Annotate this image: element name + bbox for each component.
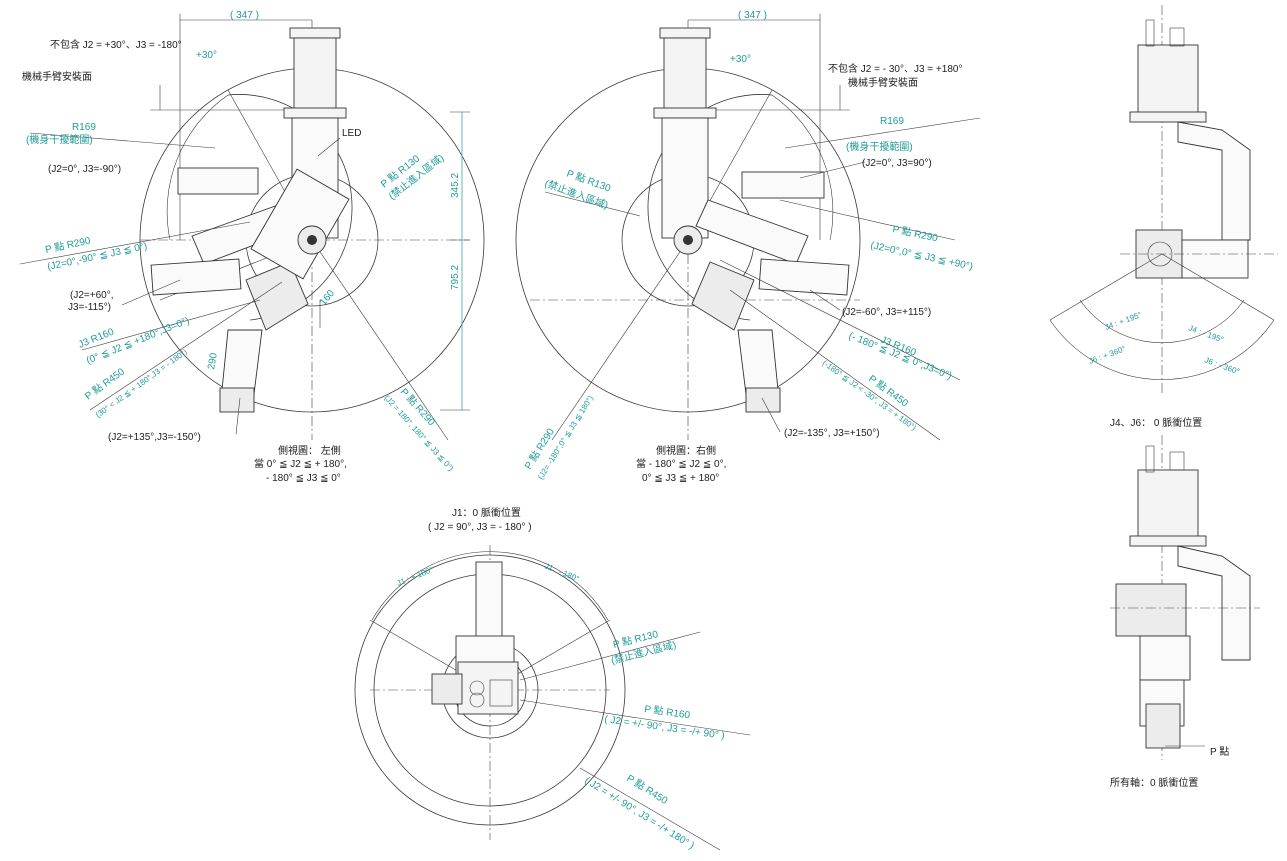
wrist-j4-plus: J4 : + 195° xyxy=(1104,310,1143,332)
right-caption-1: 側視圖：右側 xyxy=(656,444,716,457)
left-dim-7952: 795.2 xyxy=(450,265,461,290)
left-r169: R169 xyxy=(72,122,96,133)
right-p-r290: P 點 R290 xyxy=(891,222,939,244)
wrist-p-point: P 點 xyxy=(1210,745,1229,758)
left-caption-2: 當 0° ≦ J2 ≦ + 180°, xyxy=(254,457,347,470)
right-j3-r160-sub: (- 180° ≦ J2 ≦ 0°,J3=0°) xyxy=(847,331,953,382)
right-dim-347: ( 347 ) xyxy=(738,10,767,21)
right-pose-0-90: (J2=0°, J3=90°) xyxy=(862,158,932,169)
left-caption-1: 側視圖： 左側 xyxy=(278,444,341,457)
right-r169: R169 xyxy=(880,116,904,127)
wrist-view-bottom xyxy=(1110,435,1260,760)
left-pose-135: (J2=+135°,J3=-150°) xyxy=(108,432,201,443)
right-p-r290-sub: (J2=0°,0° ≦ J3 ≦ +90°) xyxy=(869,240,973,272)
top-j1-minus: J1 : - 180° xyxy=(543,562,580,584)
right-not-included: 不包含 J2 = - 30°、J3 = +180° xyxy=(828,62,962,75)
left-dim-290: 290 xyxy=(206,352,220,371)
right-caption-3: 0° ≦ J3 ≦ + 180° xyxy=(642,473,719,484)
left-pose-60-b: J3=-115°) xyxy=(68,302,111,313)
top-j1-plus: J1 : + 180° xyxy=(395,565,434,588)
left-pose-0-m90: (J2=0°, J3=-90°) xyxy=(48,164,121,175)
wrist-caption-bottom: 所有軸：0 脈衝位置 xyxy=(1110,776,1198,789)
right-mount-surface: 機械手臂安裝面 xyxy=(848,76,918,89)
left-dim-160: 160 xyxy=(318,288,337,308)
right-plus30: +30° xyxy=(730,54,751,65)
left-led: LED xyxy=(342,128,361,139)
left-p-r290: P 點 R290 xyxy=(44,234,92,256)
left-r169-sub: (機身干擾範圍) xyxy=(26,133,93,146)
wrist-view-top xyxy=(1049,5,1278,395)
wrist-caption-top: J4、J6： 0 脈衝位置 xyxy=(1110,416,1202,429)
wrist-j6-minus: J6 : - 360° xyxy=(1203,355,1240,376)
left-not-included: 不包含 J2 = +30°、J3 = -180° xyxy=(50,38,182,51)
right-view-labels: ( 347 ) +30° 不包含 J2 = - 30°、J3 = +180° 機… xyxy=(522,10,974,484)
top-p-r160-sub: ( J2 = +/- 90°, J3 = -/+ 90° ) xyxy=(604,714,726,742)
wrist-j4-minus: J4 : - 195° xyxy=(1187,323,1224,344)
right-pose-m60: (J2=-60°, J3=+115°) xyxy=(842,307,931,318)
wrist-j6-plus: J6 : + 360° xyxy=(1088,344,1127,366)
left-dim-3452: 345.2 xyxy=(450,173,461,198)
left-caption-3: - 180° ≦ J3 ≦ 0° xyxy=(266,473,341,484)
right-pose-m135: (J2=-135°, J3=+150°) xyxy=(784,428,880,439)
top-title-2: ( J2 = 90°, J3 = - 180° ) xyxy=(428,522,532,533)
left-dim-347: ( 347 ) xyxy=(230,10,259,21)
left-mount-surface: 機械手臂安裝面 xyxy=(22,70,92,83)
right-side-view xyxy=(515,14,981,441)
right-caption-2: 當 - 180° ≦ J2 ≦ 0°, xyxy=(636,457,726,470)
top-view xyxy=(354,545,751,851)
right-r169-sub: (機身干擾範圍) xyxy=(846,140,913,153)
top-title-1: J1：0 脈衝位置 xyxy=(452,506,521,519)
top-p-r160: P 點 R160 xyxy=(644,702,692,721)
left-pose-60-a: (J2=+60°, xyxy=(70,290,113,301)
left-plus30: +30° xyxy=(196,50,217,61)
left-side-view xyxy=(19,14,485,441)
